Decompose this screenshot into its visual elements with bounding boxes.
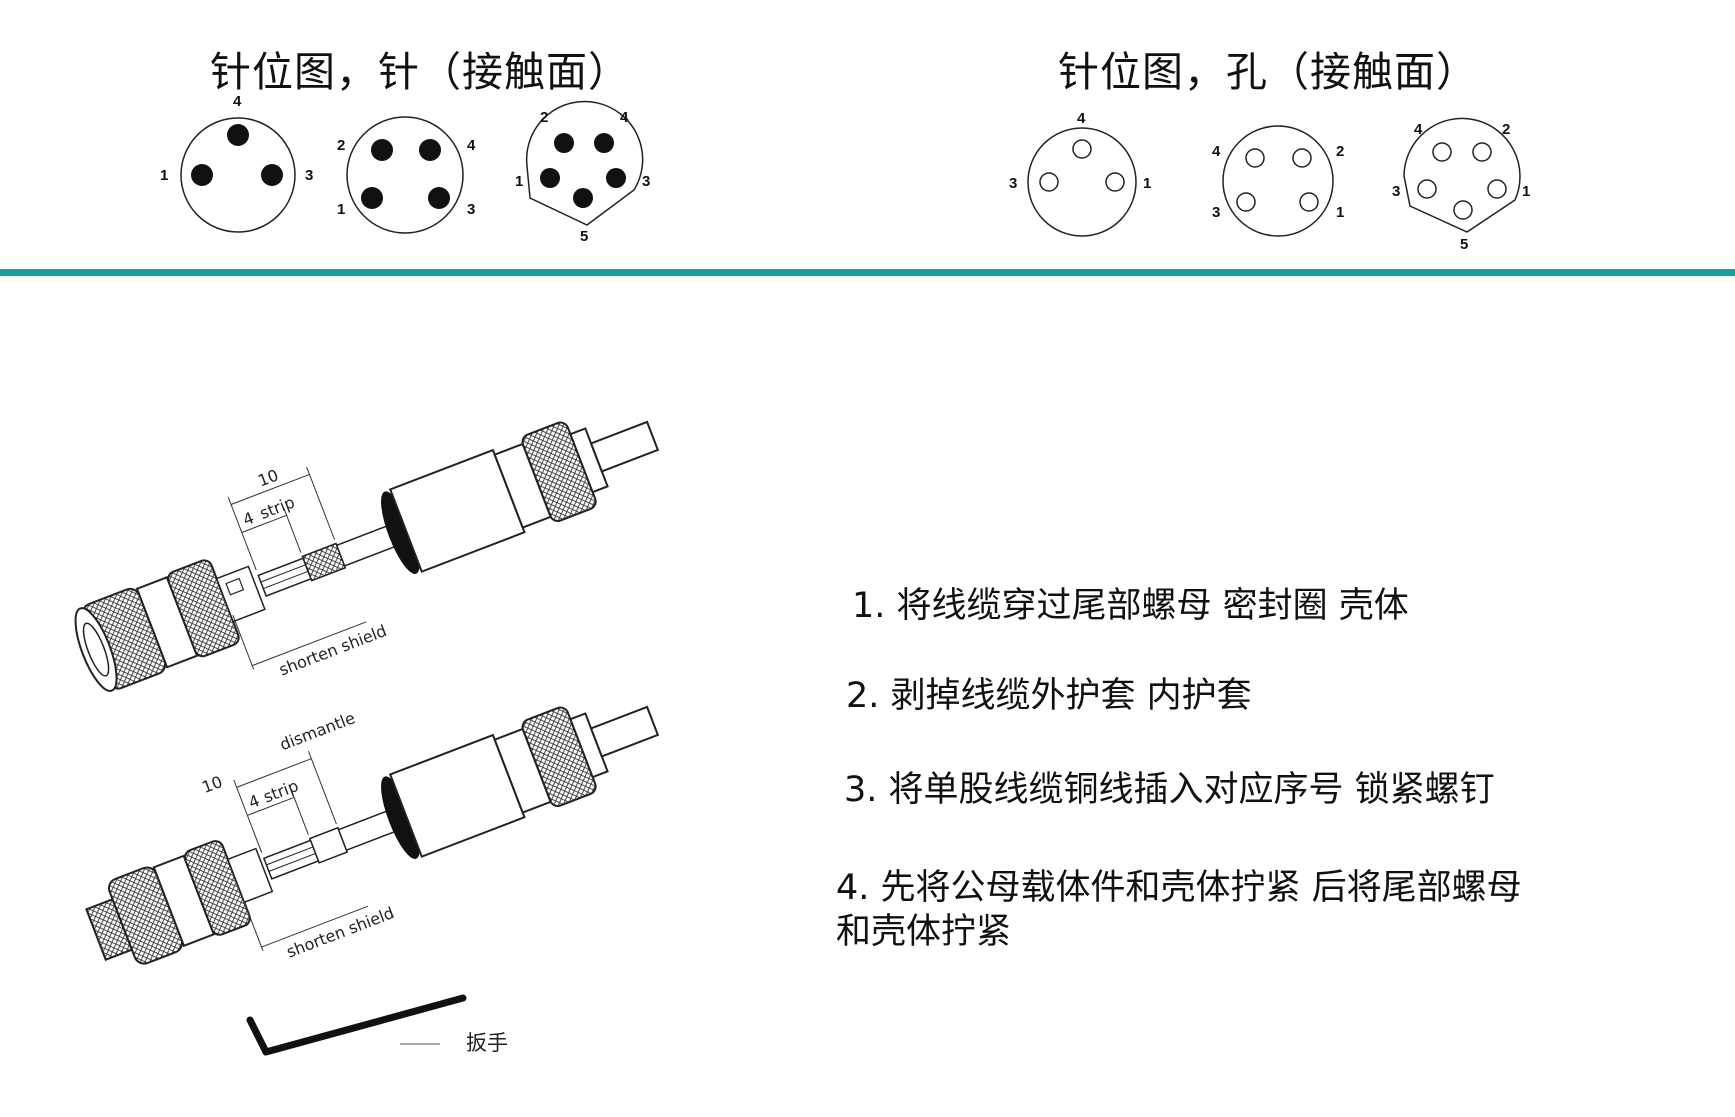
female-5pin-diagram: 4 2 3 1 5 bbox=[1392, 117, 1530, 253]
pin-label: 4 bbox=[1077, 110, 1086, 127]
pin-label: 1 bbox=[515, 173, 523, 190]
pin-label: 2 bbox=[337, 137, 345, 154]
pin-label: 3 bbox=[1212, 204, 1220, 221]
pin-label: 1 bbox=[1336, 204, 1344, 221]
pin-label: 2 bbox=[540, 109, 548, 126]
dim-strip: strip bbox=[261, 776, 301, 807]
pin-label: 3 bbox=[1392, 183, 1400, 200]
female-connector-assembly: 10 4 strip shorten shield bbox=[74, 420, 660, 692]
female-3pin-diagram: 4 3 1 bbox=[1009, 110, 1151, 237]
step-2: 2. 剥掉线缆外护套 内护套 bbox=[846, 676, 1252, 716]
pin-label: 3 bbox=[1009, 175, 1017, 192]
pin-label: 3 bbox=[642, 173, 650, 190]
pin-label: 1 bbox=[1143, 175, 1151, 192]
pin-label: 4 bbox=[467, 137, 476, 154]
female-4pin-diagram: 4 2 3 1 bbox=[1212, 125, 1344, 237]
assembly-drawing: 10 4 strip shorten shield 10 dismantle 4… bbox=[74, 420, 660, 1056]
male-4pin-diagram: 2 4 1 3 bbox=[337, 116, 476, 234]
pin-label: 4 bbox=[233, 93, 242, 110]
pin-label: 1 bbox=[1522, 183, 1530, 200]
pin-label: 4 bbox=[1212, 143, 1221, 160]
step-1: 1. 将线缆穿过尾部螺母 密封圈 壳体 bbox=[852, 586, 1409, 626]
male-3pin-diagram: 4 1 3 bbox=[160, 93, 313, 233]
male-5pin-diagram: 2 4 1 3 5 bbox=[515, 100, 650, 245]
section-divider bbox=[0, 269, 1735, 276]
dim-length: 10 bbox=[199, 772, 225, 797]
pin-label: 5 bbox=[1460, 236, 1468, 253]
female-pinout-title: 针位图，孔（接触面） bbox=[1058, 48, 1478, 96]
wrench-label: 扳手 bbox=[466, 1031, 508, 1055]
dim-strip-length: 4 bbox=[246, 791, 262, 812]
dim-dismantle: dismantle bbox=[277, 708, 358, 754]
pin-label: 2 bbox=[1502, 121, 1510, 138]
pin-label: 3 bbox=[305, 167, 313, 184]
step-4-line-1: 4. 先将公母载体件和壳体拧紧 后将尾部螺母 bbox=[836, 868, 1522, 908]
pin-label: 1 bbox=[337, 201, 345, 218]
step-3: 3. 将单股线缆铜线插入对应序号 锁紧螺钉 bbox=[844, 770, 1495, 810]
dim-strip: strip bbox=[257, 492, 297, 523]
pin-label: 3 bbox=[467, 201, 475, 218]
dim-strip-length: 4 bbox=[240, 508, 256, 529]
pin-label: 1 bbox=[160, 167, 168, 184]
male-pinout-title: 针位图，针（接触面） bbox=[210, 48, 630, 96]
pin-label: 4 bbox=[620, 109, 629, 126]
step-4-line-2: 和壳体拧紧 bbox=[836, 912, 1012, 952]
pin-label: 5 bbox=[580, 228, 588, 245]
pin-label: 4 bbox=[1414, 121, 1423, 138]
hex-wrench-icon: 扳手 bbox=[246, 994, 508, 1056]
pin-label: 2 bbox=[1336, 143, 1344, 160]
